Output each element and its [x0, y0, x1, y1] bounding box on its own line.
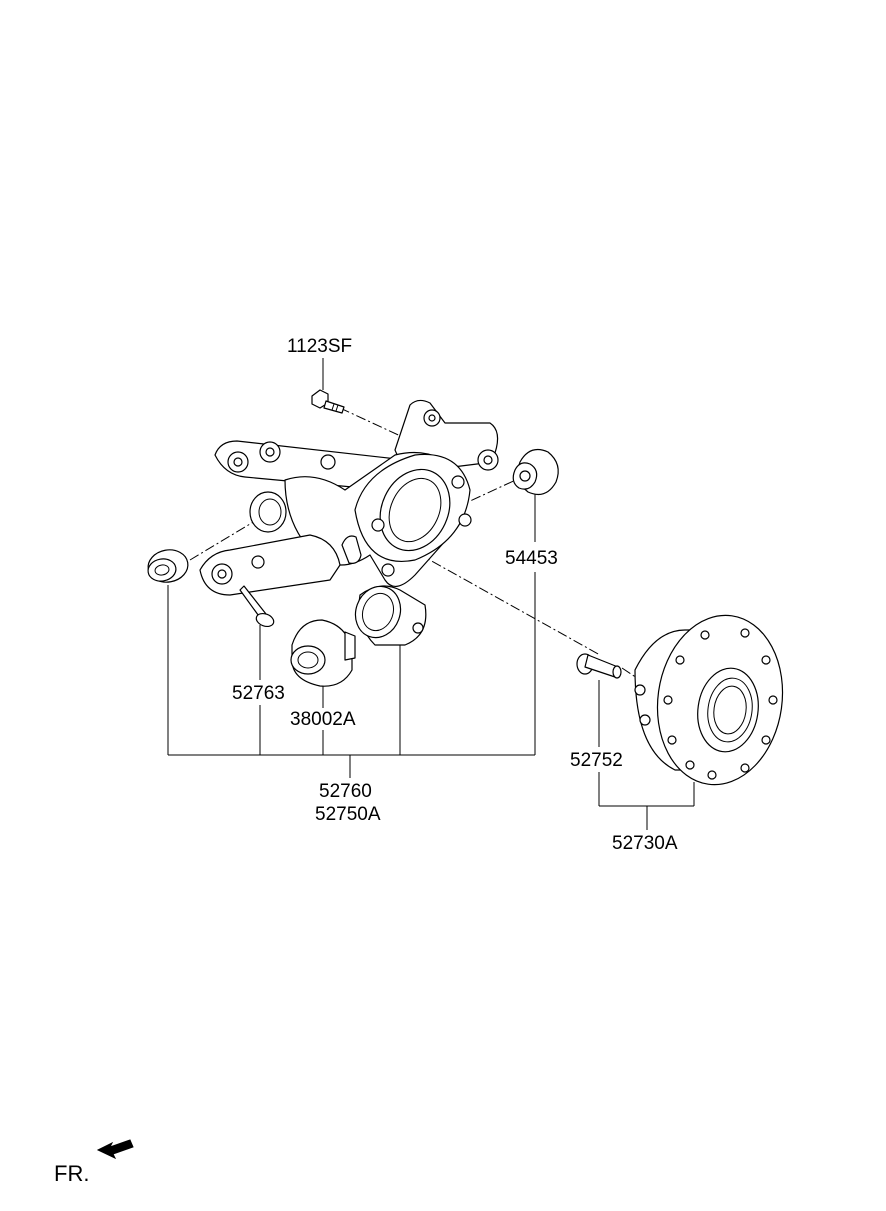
ball-joint-38002a-part: [290, 619, 356, 687]
label-38002a: 38002A: [290, 709, 356, 730]
hub-assembly-52730a-part: [634, 614, 784, 786]
label-52752: 52752: [570, 750, 623, 771]
label-52750a: 52750A: [315, 804, 381, 825]
front-direction-label: FR.: [54, 1161, 89, 1186]
front-direction-arrow-icon: [96, 1139, 134, 1160]
bolt-1123sf-part: [311, 389, 345, 414]
pin-52763-part: [239, 585, 275, 628]
knuckle-part: [199, 399, 499, 646]
label-52760: 52760: [319, 781, 372, 802]
label-1123sf: 1123SF: [287, 336, 352, 357]
label-52730a: 52730A: [612, 833, 678, 854]
label-54453: 54453: [505, 548, 558, 569]
hub-bolt-52752-part: [576, 653, 622, 679]
bushing-54453-part: [512, 449, 559, 495]
label-52763: 52763: [232, 683, 285, 704]
bushing-left-part: [147, 549, 189, 583]
